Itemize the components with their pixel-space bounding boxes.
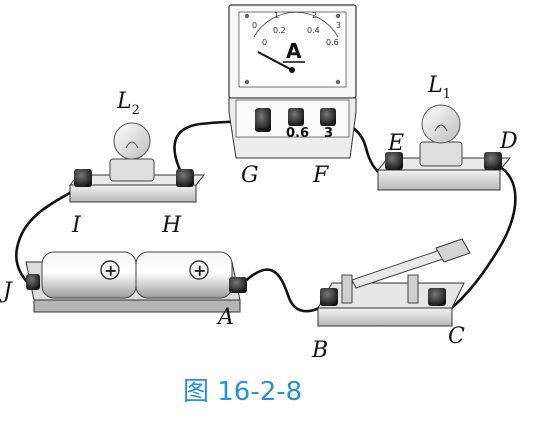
terminal-labels: L2 L1 A B C D E F G H I J	[0, 73, 518, 363]
terminal-minus-label: −	[257, 122, 268, 137]
battery-pack: + +	[25, 251, 247, 313]
label-j: J	[0, 279, 13, 304]
terminal-06-label: 0.6	[286, 126, 309, 141]
label-b: B	[311, 338, 328, 363]
wire-i-j	[15, 183, 86, 285]
battery-plus-2: +	[193, 261, 206, 280]
ammeter-needle	[257, 51, 293, 71]
battery-plus-1: +	[104, 261, 117, 280]
lamp-l1	[376, 104, 512, 191]
knife-switch	[317, 238, 471, 327]
scale-bottom-3: 0.6	[326, 38, 339, 47]
scale-bottom-1: 0.2	[273, 26, 286, 35]
label-i: I	[71, 213, 82, 238]
label-e: E	[387, 131, 404, 156]
ammeter: 0 1 2 3 0 0.2 0.4 0.6 A − 0.6 3	[228, 4, 357, 159]
label-a: A	[216, 305, 234, 330]
lamp-l2	[68, 122, 206, 203]
terminal-3-label: 3	[324, 126, 333, 141]
label-f: F	[312, 163, 329, 188]
label-h: H	[161, 213, 182, 238]
scale-bottom-2: 0.4	[307, 26, 320, 35]
ammeter-symbol: A	[286, 39, 302, 63]
label-l1: L1	[427, 73, 451, 102]
scale-top-3: 3	[336, 21, 341, 30]
label-g: G	[241, 163, 259, 188]
scale-top-0: 0	[252, 21, 257, 30]
wire-a-b	[238, 268, 330, 313]
scale-top-2: 2	[312, 11, 317, 20]
scale-bottom-0: 0	[262, 38, 267, 47]
figure-caption: 图 16-2-8	[183, 377, 302, 407]
scale-top-1: 1	[274, 11, 279, 20]
wire-d-c	[438, 161, 517, 319]
label-l2: L2	[116, 89, 140, 118]
label-d: D	[499, 129, 518, 154]
label-c: C	[448, 324, 465, 349]
